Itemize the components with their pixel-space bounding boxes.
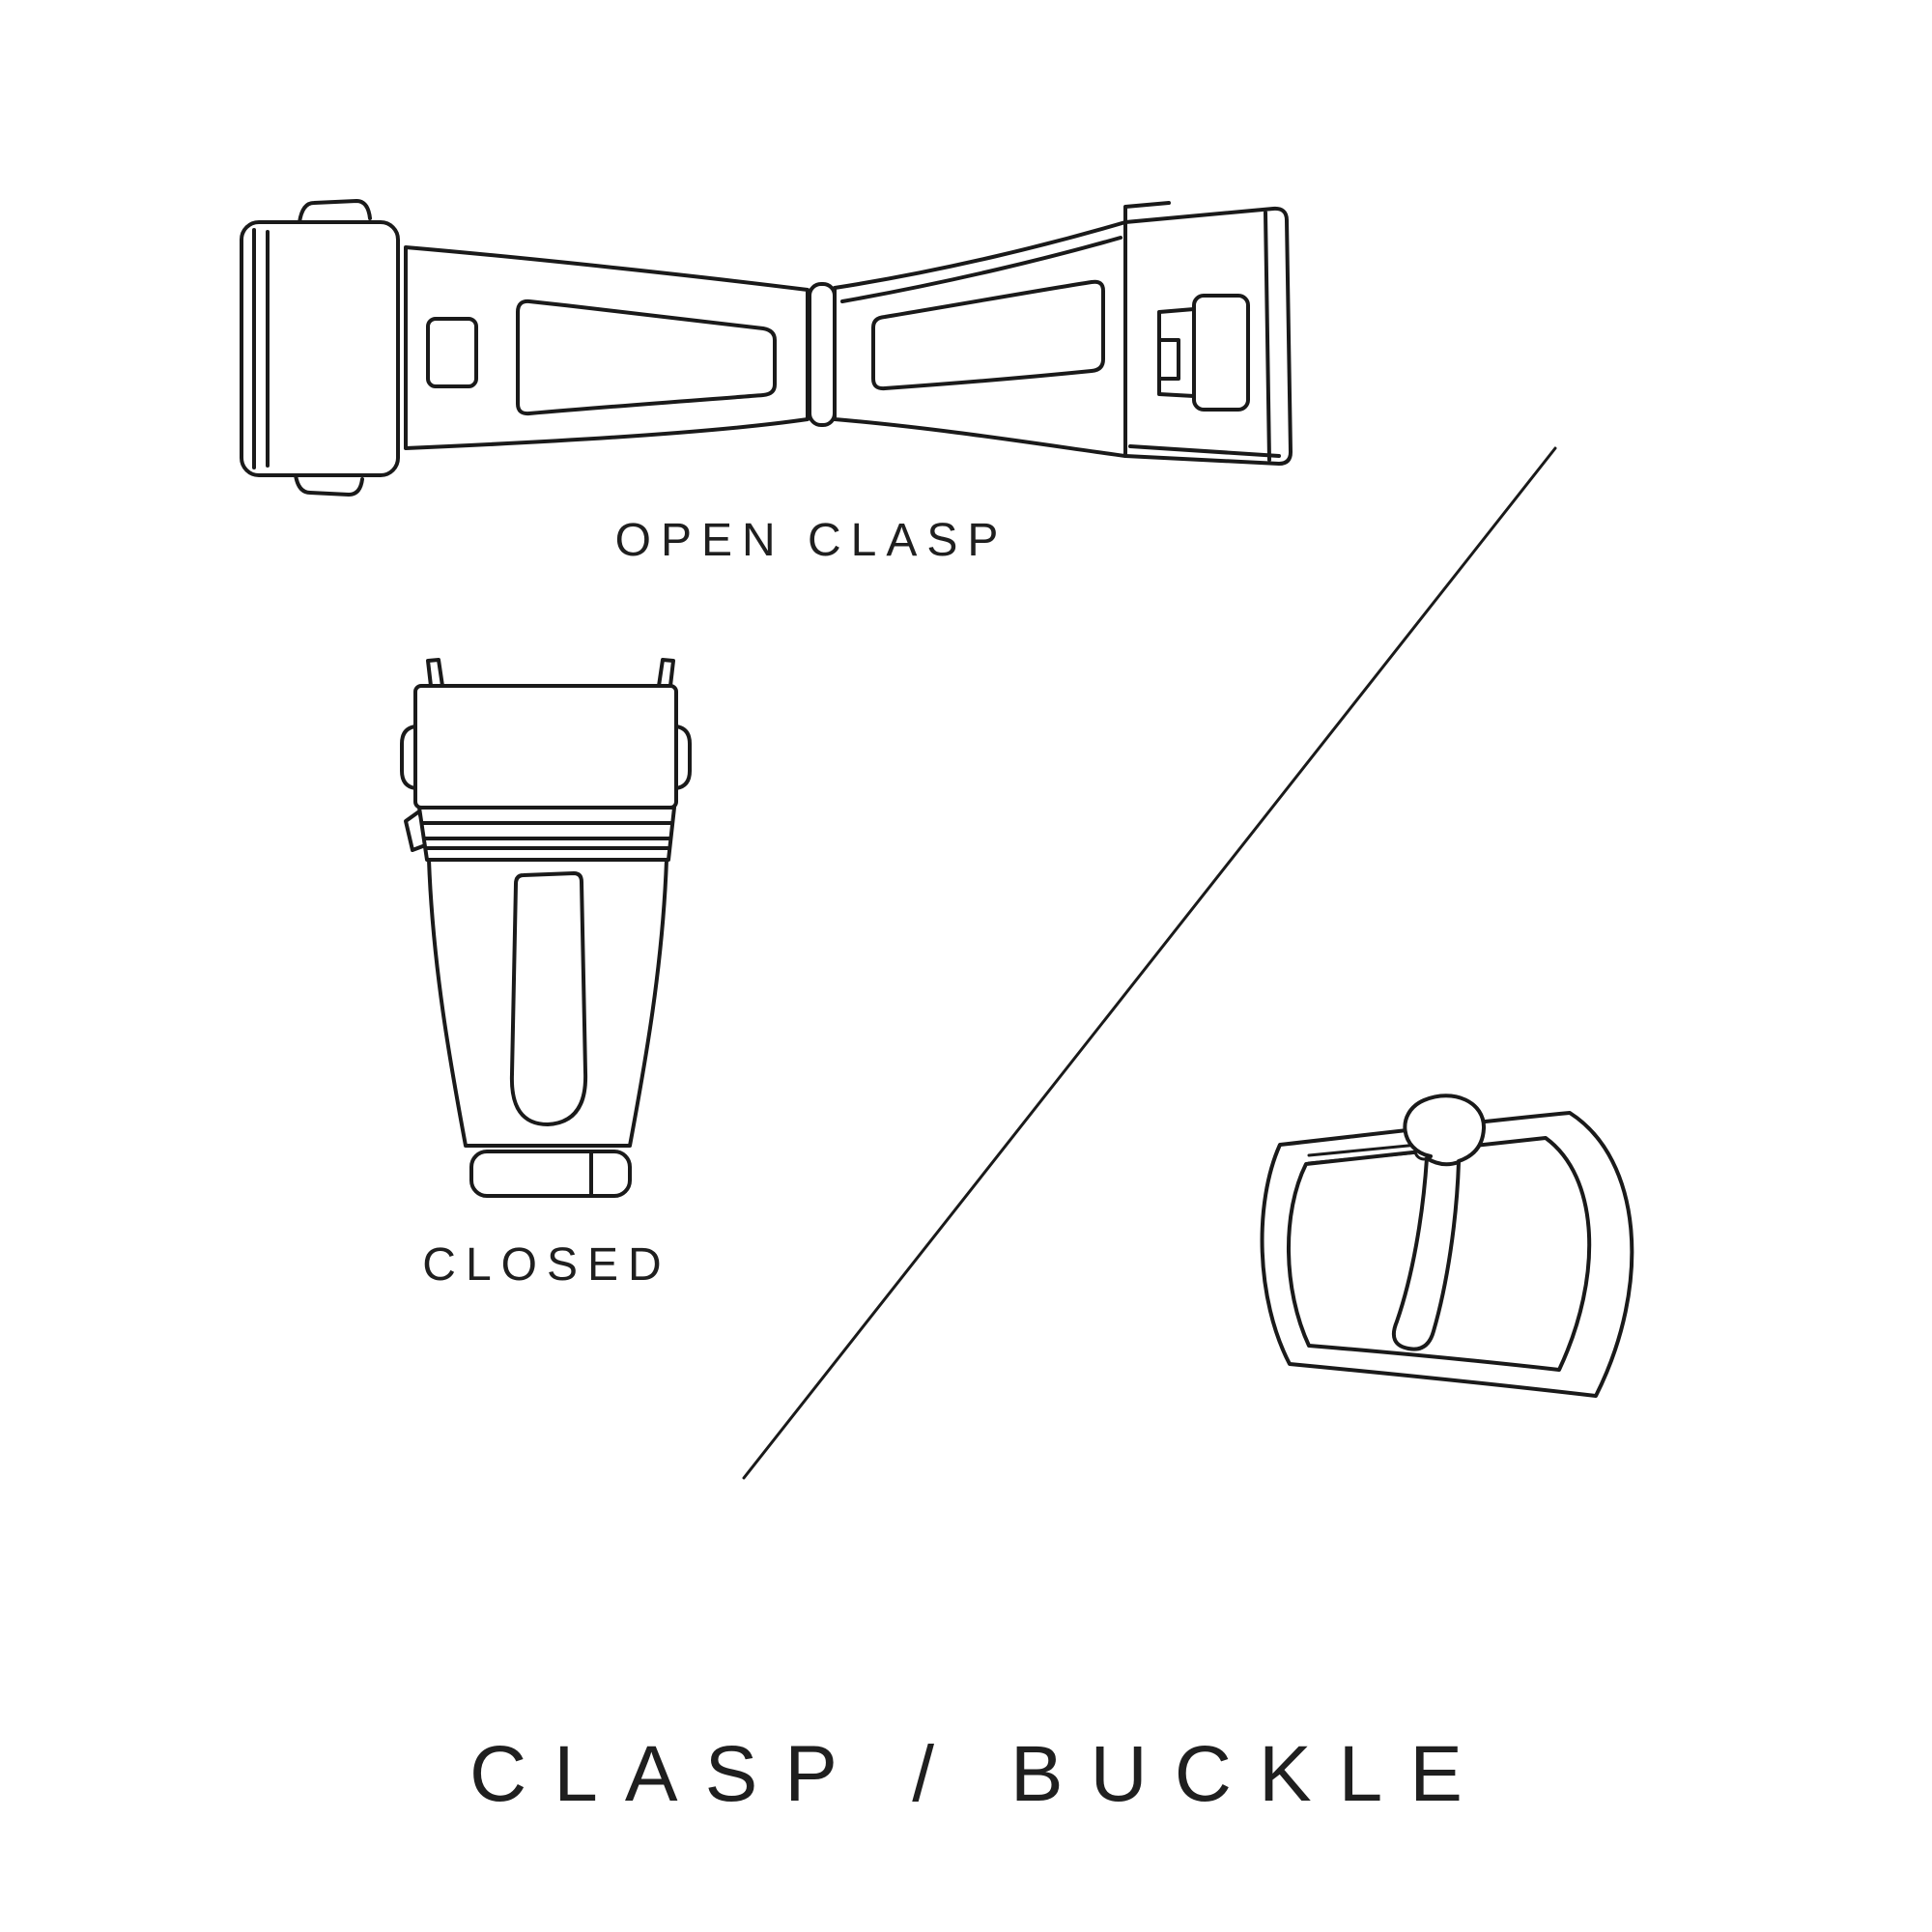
open-clasp-left-arm <box>404 245 810 450</box>
open-clasp-hinge <box>808 282 837 427</box>
closed-clasp-top-block <box>400 684 692 810</box>
open-clasp-right-arm <box>833 220 1127 458</box>
buckle-tang <box>1392 1094 1487 1351</box>
page-title: CLASP / BUCKLE <box>469 1730 1490 1818</box>
closed-clasp-foot <box>469 1150 632 1198</box>
diagonal-divider-line <box>742 446 1557 1480</box>
closed-clasp-prongs <box>426 658 675 688</box>
closed-clasp-illustration <box>400 658 692 1198</box>
closed-clasp-body <box>427 858 668 1148</box>
open-clasp-label: OPEN CLASP <box>614 515 1009 566</box>
closed-label: CLOSED <box>422 1239 671 1291</box>
open-clasp-left-link <box>240 199 400 497</box>
open-clasp-illustration <box>240 199 1293 497</box>
open-clasp-right-plate <box>1123 201 1293 466</box>
closed-clasp-band <box>404 806 676 862</box>
buckle-illustration <box>1260 1094 1634 1398</box>
